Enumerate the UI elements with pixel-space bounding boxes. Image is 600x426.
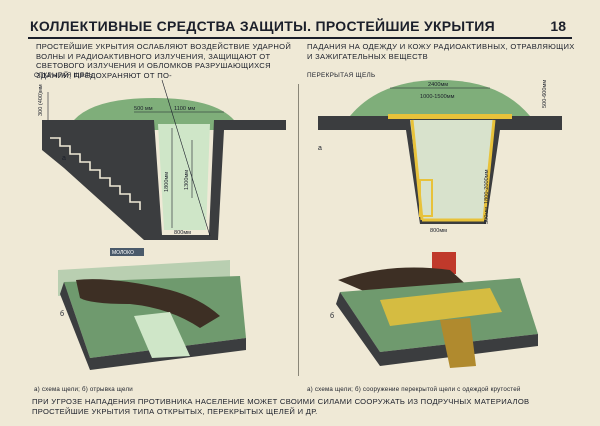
dim-mid-w: 1000-1500мм bbox=[420, 94, 455, 100]
dim-depth1: 1800мм bbox=[164, 172, 170, 192]
label-a: а bbox=[318, 145, 322, 152]
right-caption: а) схема щели; б) сооружение перекрытой … bbox=[307, 386, 521, 393]
dim-depth2: 1300мм bbox=[184, 170, 190, 190]
dim-w2: 1100 мм bbox=[174, 106, 195, 112]
page-title: КОЛЛЕКТИВНЫЕ СРЕДСТВА ЗАЩИТЫ. ПРОСТЕЙШИЕ… bbox=[30, 18, 496, 34]
milk-sign: МОЛОКО bbox=[112, 250, 134, 256]
soil-cross-section bbox=[42, 120, 286, 240]
label-a: а bbox=[62, 155, 66, 162]
trench-lining bbox=[440, 318, 476, 368]
dug-trench bbox=[134, 312, 190, 358]
intro-right-text: ПАДАНИЯ НА ОДЕЖДУ И КОЖУ РАДИОАКТИВНЫХ, … bbox=[307, 42, 575, 61]
dim-bottom: 800мм bbox=[430, 228, 447, 234]
excavator bbox=[432, 252, 456, 274]
dim-depth: 1800-2000мм bbox=[484, 169, 490, 204]
trench-steps bbox=[50, 137, 141, 210]
trench-opening bbox=[158, 124, 210, 230]
label-b: б bbox=[330, 312, 334, 320]
trench-interior bbox=[410, 120, 494, 220]
footer-text: ПРИ УГРОЗЕ НАПАДЕНИЯ ПРОТИВНИКА НАСЕЛЕНИ… bbox=[32, 397, 530, 416]
right-panel-heading: ПЕРЕКРЫТАЯ ЩЕЛЬ bbox=[307, 72, 376, 79]
dim-height-top: 300 (400)мм bbox=[38, 84, 44, 116]
label-b: б bbox=[60, 310, 64, 318]
open-trench-scene: МОЛОКО б bbox=[58, 248, 246, 370]
panel-divider bbox=[298, 84, 299, 376]
dim-top-w: 2400мм bbox=[428, 82, 448, 88]
dim-lower: 500мм bbox=[484, 207, 490, 224]
page-number: 18 bbox=[550, 18, 566, 34]
cover-mound bbox=[350, 80, 530, 116]
intro-left-text: ПРОСТЕЙШИЕ УКРЫТИЯ ОСЛАБЛЯЮТ ВОЗДЕЙСТВИЕ… bbox=[36, 42, 292, 80]
title-rule bbox=[28, 37, 572, 39]
covered-trench-scene: б bbox=[330, 252, 538, 368]
bench bbox=[419, 179, 433, 217]
dim-cover-h: 500-600мм bbox=[542, 80, 548, 108]
cover-beams bbox=[388, 114, 512, 119]
left-caption: а) схема щели; б) отрывка щели bbox=[34, 386, 133, 393]
cover-planks bbox=[380, 288, 502, 326]
dirt-pile bbox=[76, 279, 220, 328]
dim-w1: 500 мм bbox=[134, 106, 153, 112]
dim-bottom: 800мм bbox=[174, 230, 191, 236]
ground-side bbox=[336, 292, 380, 366]
left-panel-heading: ОТКРЫТАЯ ЩЕЛЬ bbox=[34, 72, 94, 79]
covered-trench-diagram: 2400мм 1000-1500мм 500-600мм 1800-2000мм… bbox=[318, 80, 562, 234]
open-trench-diagram: 300 (400)мм 500 мм 1100 мм 1800мм 1300мм… bbox=[38, 79, 286, 240]
ground-side bbox=[60, 282, 90, 370]
